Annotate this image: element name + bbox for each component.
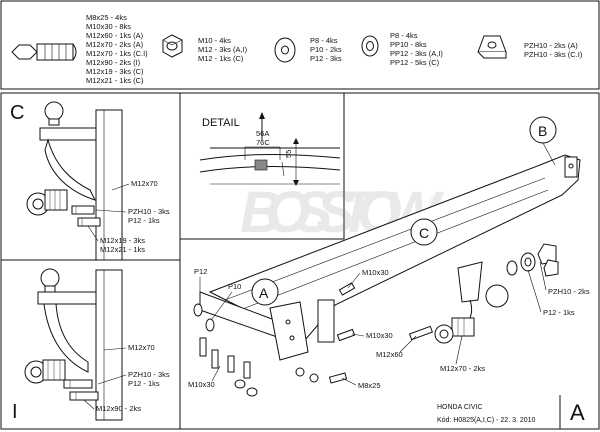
bolt-spec-6: M12x90 - 2ks (I): [86, 58, 141, 67]
label-p10: P10: [228, 282, 241, 291]
spring-washer-spec-2: PP10 - 8ks: [390, 40, 427, 49]
svg-text:P8 - 4ks PP10 - 8ks PP: P8 - 4ks PP10 - 8ks PP12 - 3ks (A,I) PP1…: [390, 31, 445, 67]
svg-text:M12x70 PZH10 - 3ks P12: M12x70 PZH10 - 3ks P12 - 1ks M12x19 - 3k…: [100, 179, 172, 254]
bolt-spec-8: M12x21 - 1ks (C): [86, 76, 144, 85]
washer-spec-3: P12 - 3ks: [310, 54, 342, 63]
bolt-spec-5: M12x70 - 1ks (C.I): [86, 49, 148, 58]
spring-washer-spec-3: PP12 - 3ks (A,I): [390, 49, 443, 58]
view-i-label-2: PZH10 - 3ks: [128, 370, 170, 379]
svg-text:M10 - 4ks M12 - 3ks (A,I): M10 - 4ks M12 - 3ks (A,I) M12 - 1ks (C): [198, 36, 249, 63]
leader-m10x30-bottom: [211, 365, 221, 382]
title-block: HONDA CIVIC Kód: H0825(A,I,C) - 22. 3. 2…: [437, 395, 585, 429]
view-c-label-1: M12x70: [131, 179, 158, 188]
label-m10x30-mid: M10x30: [366, 331, 393, 340]
leader-p10: [211, 291, 233, 320]
detail-section: [199, 112, 341, 186]
callout-a-main-text: A: [259, 285, 269, 301]
washer-spec-2: P10 - 2ks: [310, 45, 342, 54]
nut-icon: [162, 34, 183, 58]
callout-c-text: C: [419, 225, 429, 241]
detail-dim-2: 76C: [256, 138, 270, 147]
title-model: HONDA CIVIC: [437, 404, 483, 411]
leader-m8x25: [341, 377, 357, 386]
leader-p12-1ks: [527, 269, 542, 313]
leader-pzh10: [539, 261, 547, 291]
bolt-icon: [11, 43, 77, 61]
spring-washer-icon: [361, 35, 379, 57]
title-letter: A: [570, 400, 585, 425]
callout-b-text: B: [538, 123, 547, 139]
view-i-label-3: P12 - 1ks: [128, 379, 160, 388]
svg-text:M12x70 PZH10 - 3ks P12: M12x70 PZH10 - 3ks P12 - 1ks M12x90 - 2k…: [96, 343, 172, 413]
leader-m10x30-top: [347, 272, 361, 289]
hardware-panel-frame: [0, 0, 600, 90]
washer-spec-1: P8 - 4ks: [310, 36, 338, 45]
label-m12x70: M12x70 - 2ks: [440, 364, 485, 373]
bolt-spec-7: M12x19 - 3ks (C): [86, 67, 144, 76]
leader-m12x60: [399, 335, 417, 353]
loose-bolts: [193, 282, 434, 397]
svg-text:M8x25 - 4ks M10x30 - 8ks: M8x25 - 4ks M10x30 - 8ks M12x60 - 1ks (A…: [86, 13, 150, 85]
bolt-spec-1: M8x25 - 4ks: [86, 13, 127, 22]
label-m12x60: M12x60: [376, 350, 403, 359]
detail-dim-3: 55: [284, 150, 293, 158]
svg-text:PZH10 - 2ks (A) PZH10 - 3k: PZH10 - 2ks (A) PZH10 - 3ks (C.I): [524, 41, 583, 59]
washer-icon: [274, 37, 296, 63]
label-p12-1ks: P12 - 1ks: [543, 308, 575, 317]
view-c-leader-3: [87, 225, 99, 242]
bolt-spec-3: M12x60 - 1ks (A): [86, 31, 144, 40]
callout-a-main: A: [251, 278, 279, 306]
view-i-leader-2: [97, 374, 127, 385]
bolt-spec-4: M12x70 - 2ks (A): [86, 40, 144, 49]
label-m10x30-bottom: M10x30: [188, 380, 215, 389]
svg-text:P12 P10 M10x30 M10: P12 P10 M10x30 M10x30 M10x30 M8x25 M12x6…: [188, 267, 592, 390]
label-m8x25: M8x25: [358, 381, 381, 390]
bolt-spec-2: M10x30 - 8ks: [86, 22, 131, 31]
right-hardware: [506, 243, 559, 277]
view-i-label-1: M12x70: [128, 343, 155, 352]
svg-text:56A 76C: 56A 76C: [256, 129, 271, 147]
label-m10x30-top: M10x30: [362, 268, 389, 277]
view-c-leader-2: [95, 209, 127, 213]
title-code: Kód: H0825(A,I,C) - 22. 3. 2010: [437, 417, 536, 424]
spring-washer-spec-1: P8 - 4ks: [390, 31, 418, 40]
label-p12: P12: [194, 267, 207, 276]
leader-m10x30-mid: [351, 333, 365, 337]
view-c-letter: C: [10, 102, 24, 124]
spring-washer-spec-4: PP12 - 5ks (C): [390, 58, 440, 67]
view-c-leader-1: [111, 183, 130, 191]
tow-ball-assembly: [434, 261, 509, 344]
view-i-leader-1: [103, 347, 127, 351]
view-c-label-4: M12x19 - 3ks: [100, 236, 145, 245]
main-crossbar: [208, 154, 581, 341]
view-c-label-3: P12 - 1ks: [128, 216, 160, 225]
view-i-letter: I: [12, 401, 18, 423]
view-c-label-5: M12x21 - 1ks: [100, 245, 145, 254]
callout-b: B: [529, 116, 557, 166]
callout-c: C: [410, 218, 438, 246]
plate-spec-2: PZH10 - 3ks (C.I): [524, 50, 583, 59]
view-i-leader-3: [83, 399, 95, 410]
plate-icon: [477, 35, 507, 59]
detail-dim-1: 56A: [256, 129, 269, 138]
detail-title: DETAIL: [202, 117, 240, 129]
view-i-towbar: [24, 268, 123, 421]
plate-spec-1: PZH10 - 2ks (A): [524, 41, 578, 50]
leader-m12x70: [455, 335, 463, 365]
view-c-label-2: PZH10 - 3ks: [128, 207, 170, 216]
nut-spec-3: M12 - 1ks (C): [198, 54, 244, 63]
label-pzh10: PZH10 - 2ks: [548, 287, 590, 296]
svg-text:P8 - 4ks P10 - 2ks P12: P8 - 4ks P10 - 2ks P12 - 3ks: [310, 36, 344, 63]
nut-spec-1: M10 - 4ks: [198, 36, 231, 45]
view-i-label-4: M12x90 - 2ks: [96, 404, 141, 413]
nut-spec-2: M12 - 3ks (A,I): [198, 45, 248, 54]
view-c-towbar: [26, 101, 123, 261]
